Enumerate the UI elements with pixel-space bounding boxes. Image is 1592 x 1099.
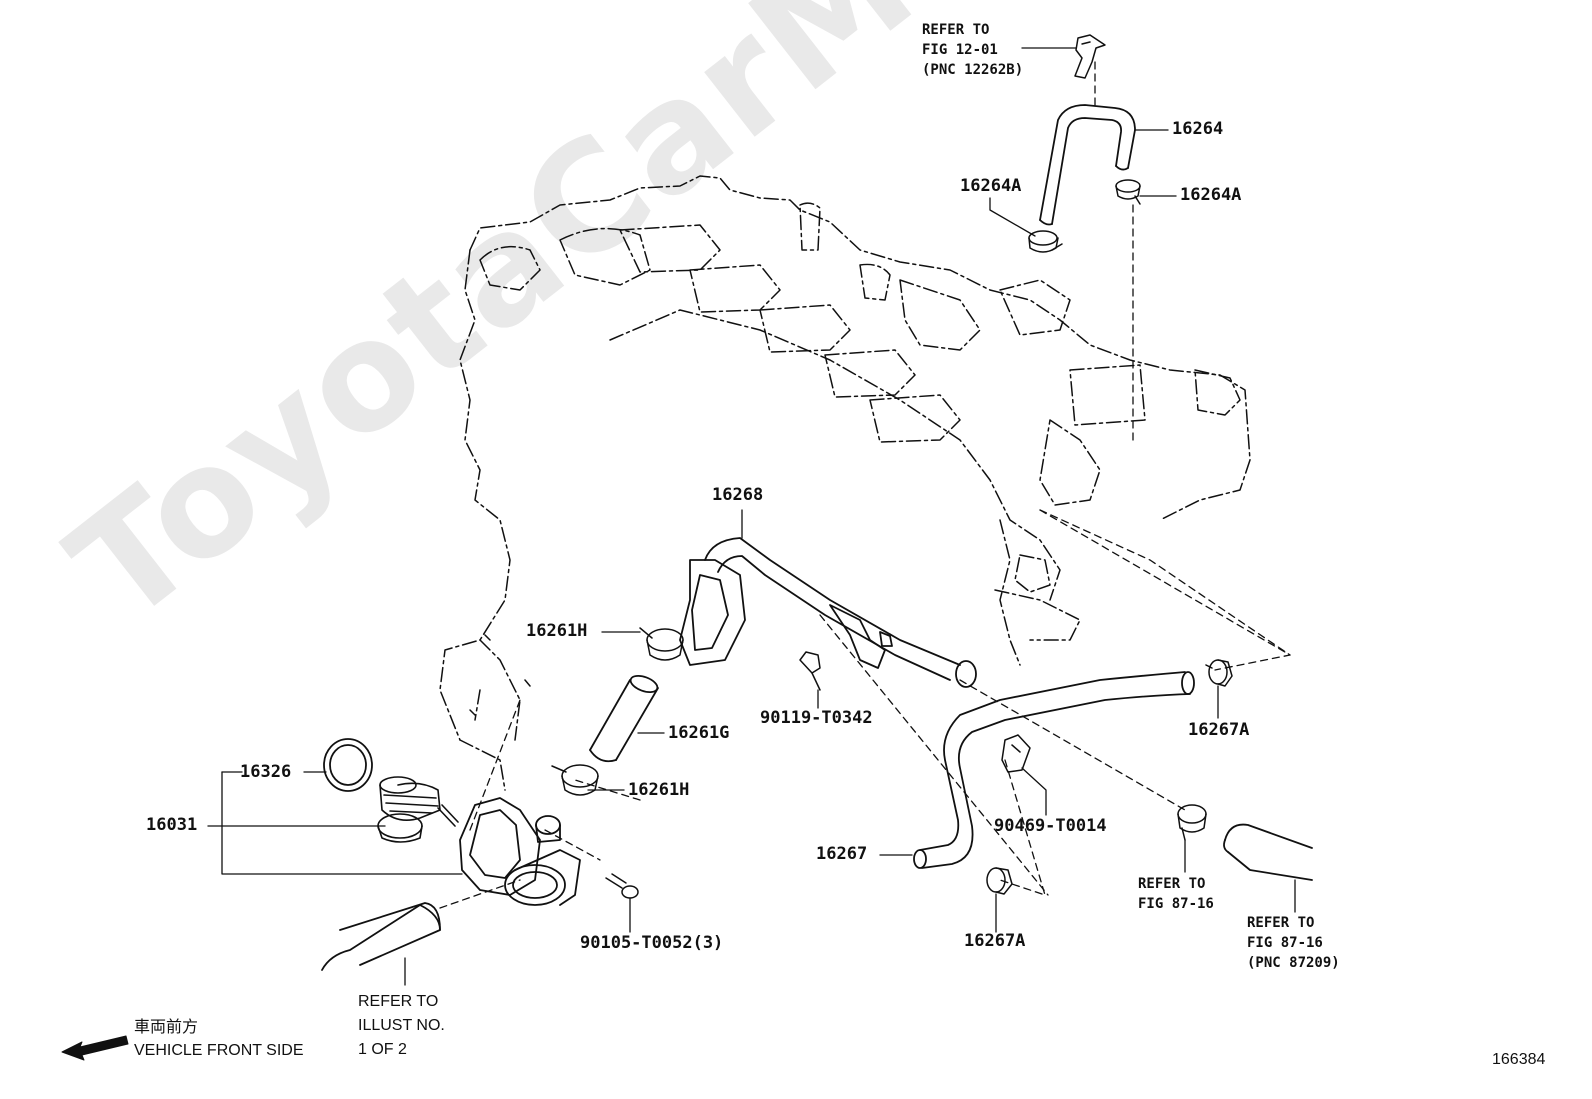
- callout-16261g: 16261G: [668, 723, 730, 743]
- clip-90469: [1001, 734, 1031, 773]
- bolt-90105: [605, 873, 639, 899]
- clamp-16267a-bottom: [986, 867, 1013, 895]
- callout-16326: 16326: [240, 762, 292, 782]
- engine-phantom-outline: [439, 175, 1251, 791]
- hose-16264: [1039, 104, 1136, 226]
- clamp-fig87: [1177, 804, 1207, 841]
- callout-16264a-left: 16264A: [960, 176, 1022, 196]
- callout-16268: 16268: [712, 485, 764, 505]
- dashed-leader-lines: [439, 61, 1291, 909]
- clamp-16264a-left: [1028, 230, 1063, 253]
- clamp-16261h-top: [639, 627, 684, 661]
- callout-90469-t0014: 90469-T0014: [994, 816, 1107, 836]
- gasket-16326: [323, 738, 373, 792]
- callout-90105-t0052: 90105-T0052(3): [580, 933, 724, 953]
- lower-hose: [321, 902, 441, 971]
- callout-16267a-bottom: 16267A: [964, 931, 1026, 951]
- hose-16261g: [589, 674, 659, 763]
- bolt-90119: [799, 651, 821, 691]
- clip-fig12: [1074, 34, 1106, 79]
- callout-16261h-top: 16261H: [526, 621, 588, 641]
- thermostat-16031: [377, 776, 459, 843]
- pipe-16268: [679, 537, 977, 688]
- hose-16267: [913, 671, 1195, 869]
- callout-16031: 16031: [146, 815, 198, 835]
- callout-16267: 16267: [816, 844, 868, 864]
- callout-16264: 16264: [1172, 119, 1224, 139]
- hose-fig87: [1223, 823, 1313, 881]
- clamp-16264a-right: [1115, 179, 1141, 205]
- water-inlet-housing: [459, 797, 581, 906]
- callout-90119-t0342: 90119-T0342: [760, 708, 873, 728]
- direction-japanese: 車両前方: [134, 1019, 199, 1036]
- direction-english: VEHICLE FRONT SIDE: [134, 1042, 304, 1059]
- callout-16264a-right: 16264A: [1180, 185, 1242, 205]
- clamp-16267a-right: [1205, 659, 1233, 687]
- callout-16261h-bottom: 16261H: [628, 780, 690, 800]
- figure-number: 166384: [1492, 1051, 1546, 1068]
- front-arrow-icon: [61, 1035, 129, 1061]
- callout-leaders: [207, 47, 1296, 986]
- callout-16267a-right: 16267A: [1188, 720, 1250, 740]
